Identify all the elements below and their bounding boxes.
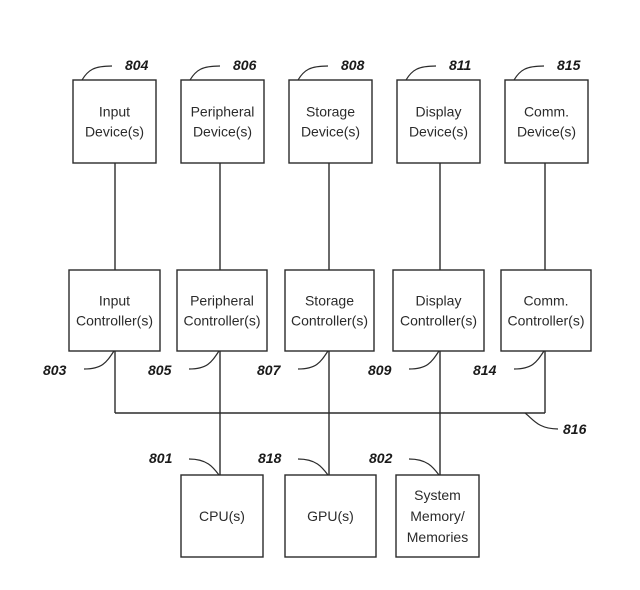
system-memory-label-line: Memories: [407, 529, 468, 545]
input-controller-leader: [83, 350, 115, 370]
storage-device-label-line: Storage: [306, 104, 355, 120]
input-controller-rect: [68, 269, 161, 352]
display-device-leader: [405, 65, 437, 81]
storage-controller-label-line: Controller(s): [291, 313, 368, 329]
gpu-ref-numeral: 818: [258, 450, 282, 466]
bus-ref-numeral: 816: [563, 421, 587, 437]
storage-device-rect: [288, 79, 373, 164]
gpu-rect: [284, 474, 377, 558]
display-controller-label-line: Controller(s): [400, 313, 477, 329]
display-controller-ref-numeral: 809: [368, 362, 392, 378]
peripheral-device-leader: [189, 65, 221, 81]
input-device-ref-numeral: 804: [125, 57, 149, 73]
display-device-label-line: Device(s): [409, 124, 468, 140]
system-memory-label-line: Memory/: [410, 508, 465, 524]
peripheral-device-label-line: Device(s): [193, 124, 252, 140]
comm-controller-rect: [500, 269, 592, 352]
cpu-ref-numeral: 801: [149, 450, 173, 466]
storage-controller-leader: [297, 350, 329, 370]
gpu-box: GPU(s): [284, 474, 377, 558]
display-controller-label-line: Display: [416, 293, 462, 309]
peripheral-device-ref-numeral: 806: [233, 57, 257, 73]
cpu-box: CPU(s): [180, 474, 264, 558]
bus-leader: [524, 412, 559, 430]
system-memory-rect: [395, 474, 480, 558]
reference-leaders: [81, 65, 559, 476]
storage-controller-ref-numeral: 807: [257, 362, 282, 378]
system-memory-leader: [408, 458, 440, 476]
input-device-leader: [81, 65, 113, 81]
peripheral-device-rect: [180, 79, 265, 164]
peripheral-device-label-line: Peripheral: [191, 104, 255, 120]
comm-controller-label-line: Controller(s): [507, 313, 584, 329]
input-device-label-line: Device(s): [85, 124, 144, 140]
reference-numerals: 804 806 808 811 815 803 805 807 809 814 816 801 818 8…: [43, 57, 587, 466]
peripheral-controller-leader: [188, 350, 220, 370]
cpu-rect: [180, 474, 264, 558]
peripheral-controller-ref-numeral: 805: [148, 362, 172, 378]
input-device-label-line: Input: [99, 104, 130, 120]
storage-controller-label-line: Storage: [305, 293, 354, 309]
display-device-label-line: Display: [416, 104, 462, 120]
connection-wires: [114, 163, 546, 475]
display-controller-rect: [392, 269, 485, 352]
system-memory-ref-numeral: 802: [369, 450, 393, 466]
comm-device-ref-numeral: 815: [557, 57, 581, 73]
storage-device-label-line: Device(s): [301, 124, 360, 140]
input-controller-label-line: Input: [99, 293, 130, 309]
comm-device-box: Comm. Device(s): [504, 79, 589, 164]
input-controller-label-line: Controller(s): [76, 313, 153, 329]
display-device-rect: [396, 79, 481, 164]
comm-device-rect: [504, 79, 589, 164]
input-controller-ref-numeral: 803: [43, 362, 67, 378]
comm-controller-leader: [513, 350, 545, 370]
peripheral-controller-rect: [176, 269, 268, 352]
system-memory-label-line: System: [414, 487, 461, 503]
comm-device-leader: [513, 65, 545, 81]
peripheral-controller-label-line: Peripheral: [190, 293, 254, 309]
comm-device-label-line: Comm.: [524, 104, 569, 120]
gpu-label-line: GPU(s): [307, 508, 354, 524]
cpu-leader: [188, 458, 220, 476]
comm-controller-box: Comm. Controller(s): [500, 269, 592, 352]
cpu-label-line: CPU(s): [199, 508, 245, 524]
storage-controller-rect: [284, 269, 375, 352]
input-device-rect: [72, 79, 157, 164]
comm-controller-ref-numeral: 814: [473, 362, 497, 378]
comm-device-label-line: Device(s): [517, 124, 576, 140]
peripheral-controller-label-line: Controller(s): [183, 313, 260, 329]
display-device-ref-numeral: 811: [449, 57, 472, 73]
display-controller-leader: [408, 350, 440, 370]
component-boxes: InputDevice(s)PeripheralDevice(s)Storage…: [68, 79, 592, 558]
storage-device-ref-numeral: 808: [341, 57, 365, 73]
gpu-leader: [297, 458, 329, 476]
comm-controller-label-line: Comm.: [523, 293, 568, 309]
storage-device-leader: [297, 65, 329, 81]
